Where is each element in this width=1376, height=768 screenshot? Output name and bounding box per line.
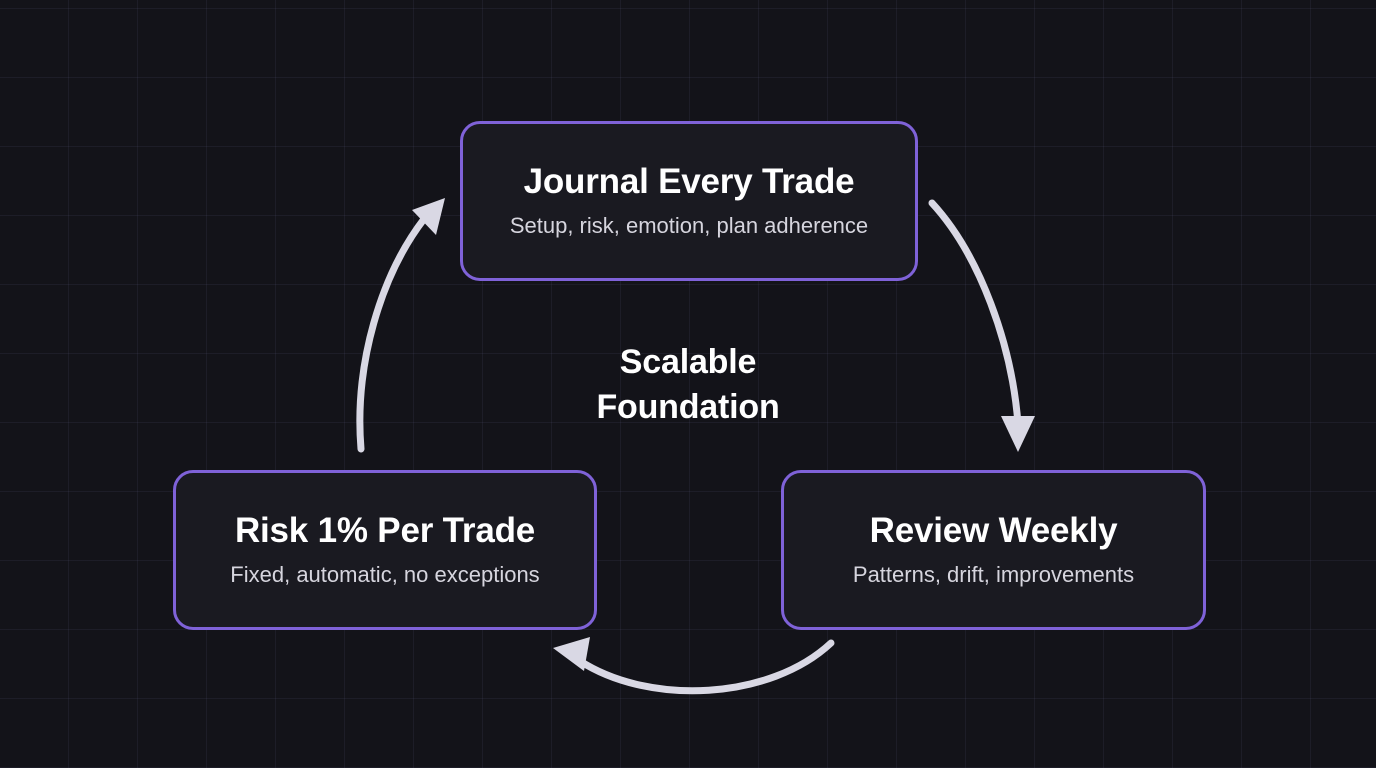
node-subtitle: Setup, risk, emotion, plan adherence bbox=[509, 212, 869, 238]
node-title: Risk 1% Per Trade bbox=[234, 511, 536, 551]
center-caption-line-2: Foundation bbox=[596, 388, 780, 427]
node-title: Review Weekly bbox=[869, 511, 1118, 551]
arrow-journal-to-review bbox=[928, 199, 1035, 452]
node-journal-every-trade[interactable]: Journal Every Trade Setup, risk, emotion… bbox=[460, 121, 918, 281]
center-caption-line-1: Scalable bbox=[619, 343, 757, 381]
center-caption: Scalable Foundation bbox=[528, 340, 848, 430]
node-subtitle: Patterns, drift, improvements bbox=[852, 561, 1135, 587]
node-title: Journal Every Trade bbox=[523, 162, 855, 202]
node-risk-1-percent-per-trade[interactable]: Risk 1% Per Trade Fixed, automatic, no e… bbox=[173, 470, 597, 630]
node-review-weekly[interactable]: Review Weekly Patterns, drift, improveme… bbox=[781, 470, 1206, 630]
arrow-review-to-risk bbox=[553, 637, 835, 695]
node-subtitle: Fixed, automatic, no exceptions bbox=[230, 561, 540, 587]
arrow-risk-to-journal bbox=[356, 198, 445, 453]
